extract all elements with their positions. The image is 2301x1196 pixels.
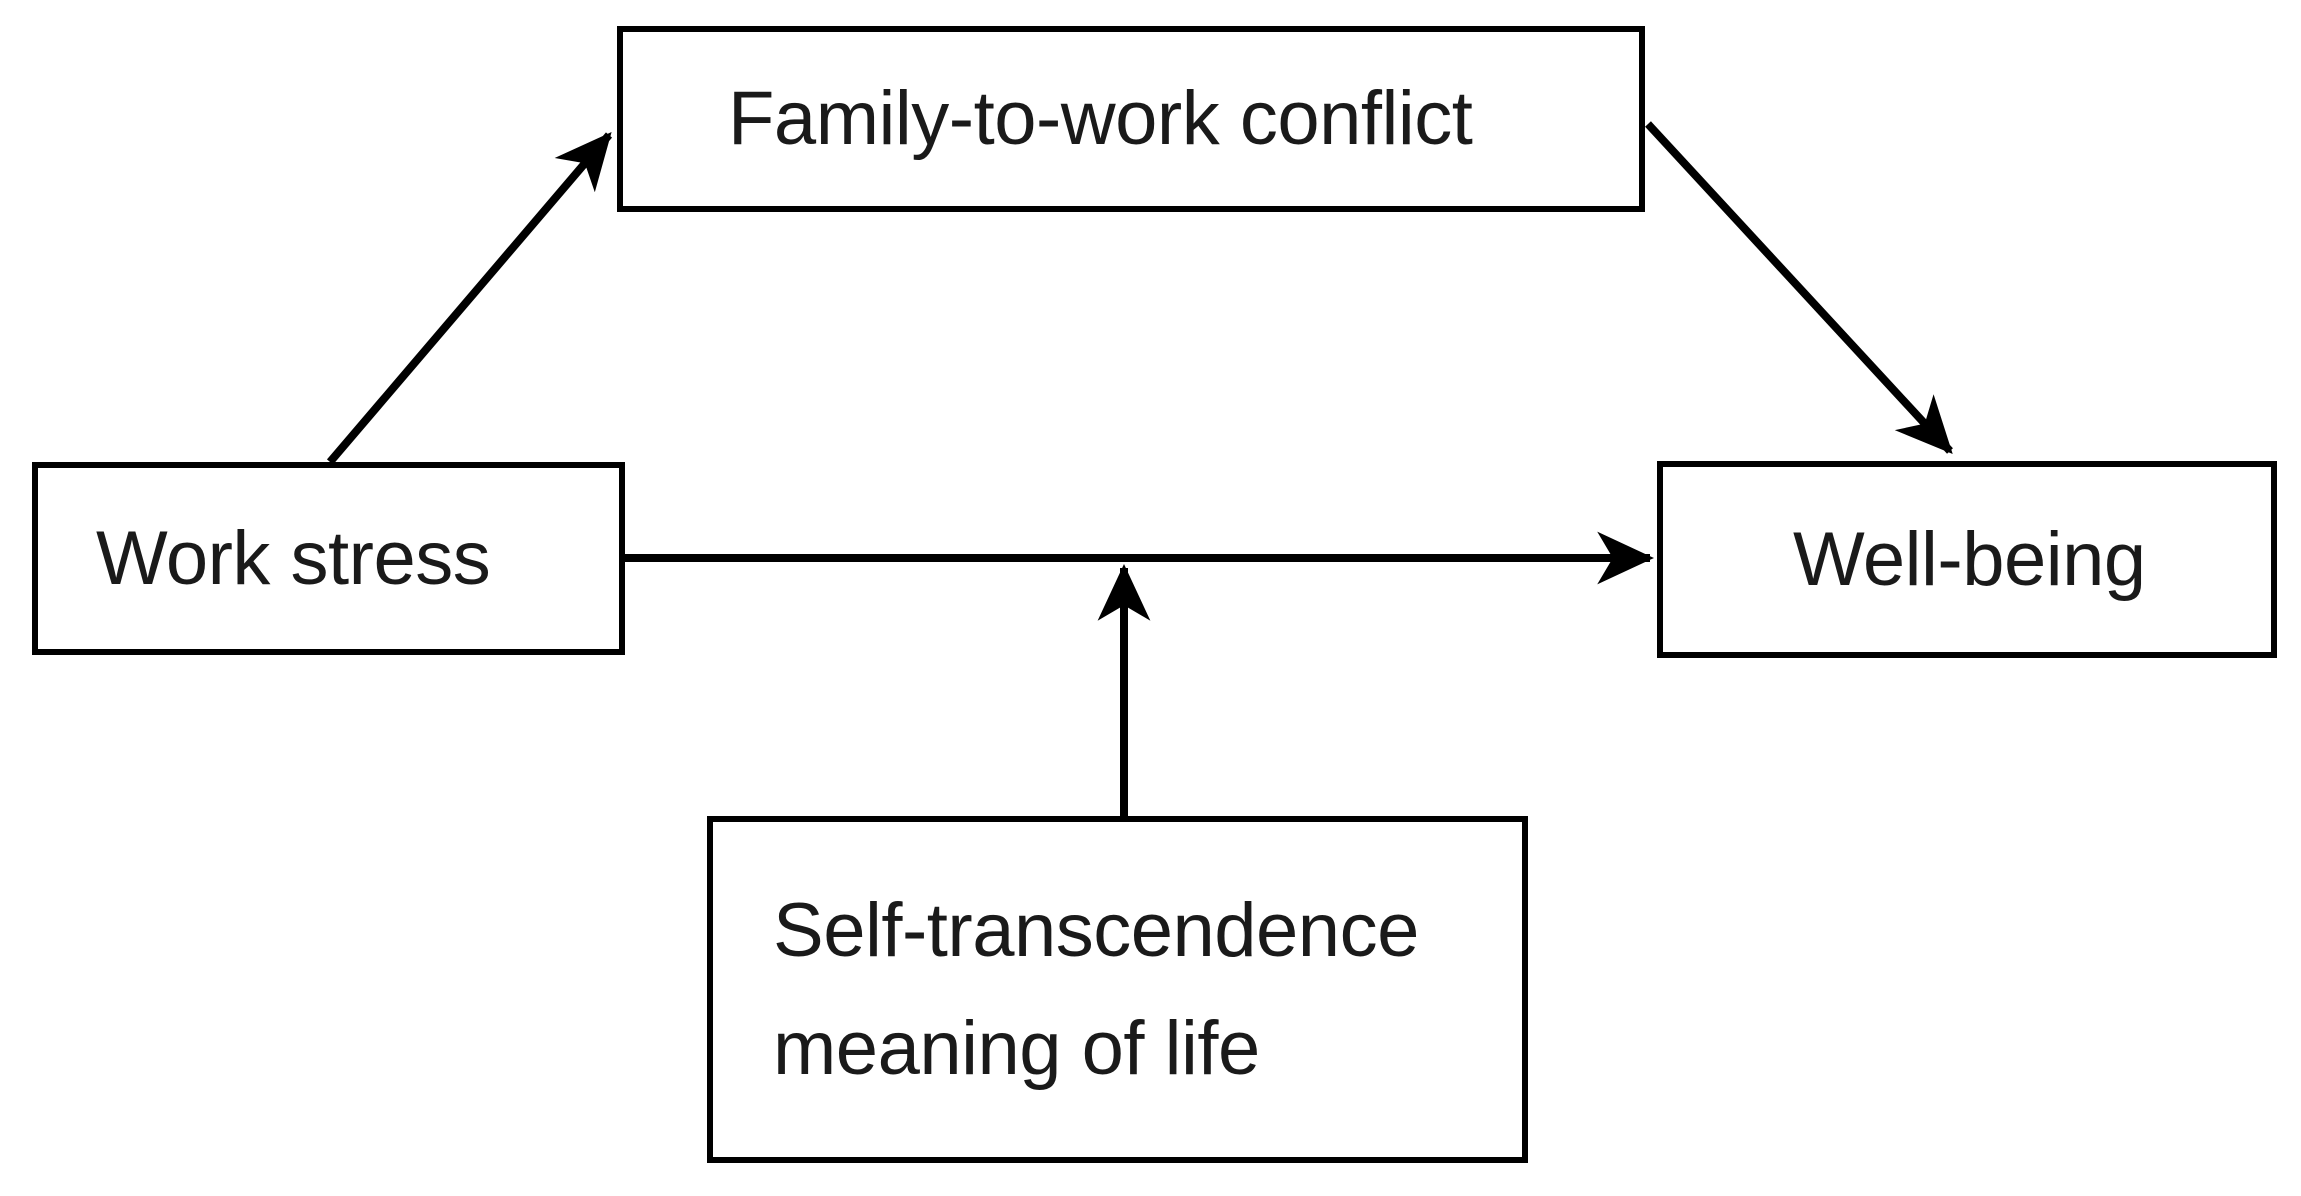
node-self-transcendence-label: Self-transcendence meaning of life xyxy=(773,887,1419,1091)
node-work-stress-label: Work stress xyxy=(96,515,491,601)
node-self-transcendence[interactable]: Self-transcendence meaning of life xyxy=(707,816,1528,1163)
node-well-being[interactable]: Well-being xyxy=(1657,461,2277,658)
node-family-to-work-conflict[interactable]: Family-to-work conflict xyxy=(617,26,1645,212)
edge-work-stress-to-family-conflict xyxy=(326,131,613,465)
edge-family-conflict-to-well-being xyxy=(1645,121,1953,454)
node-well-being-label: Well-being xyxy=(1793,516,2146,602)
node-family-to-work-conflict-label: Family-to-work conflict xyxy=(728,76,1473,161)
node-work-stress[interactable]: Work stress xyxy=(32,462,625,655)
